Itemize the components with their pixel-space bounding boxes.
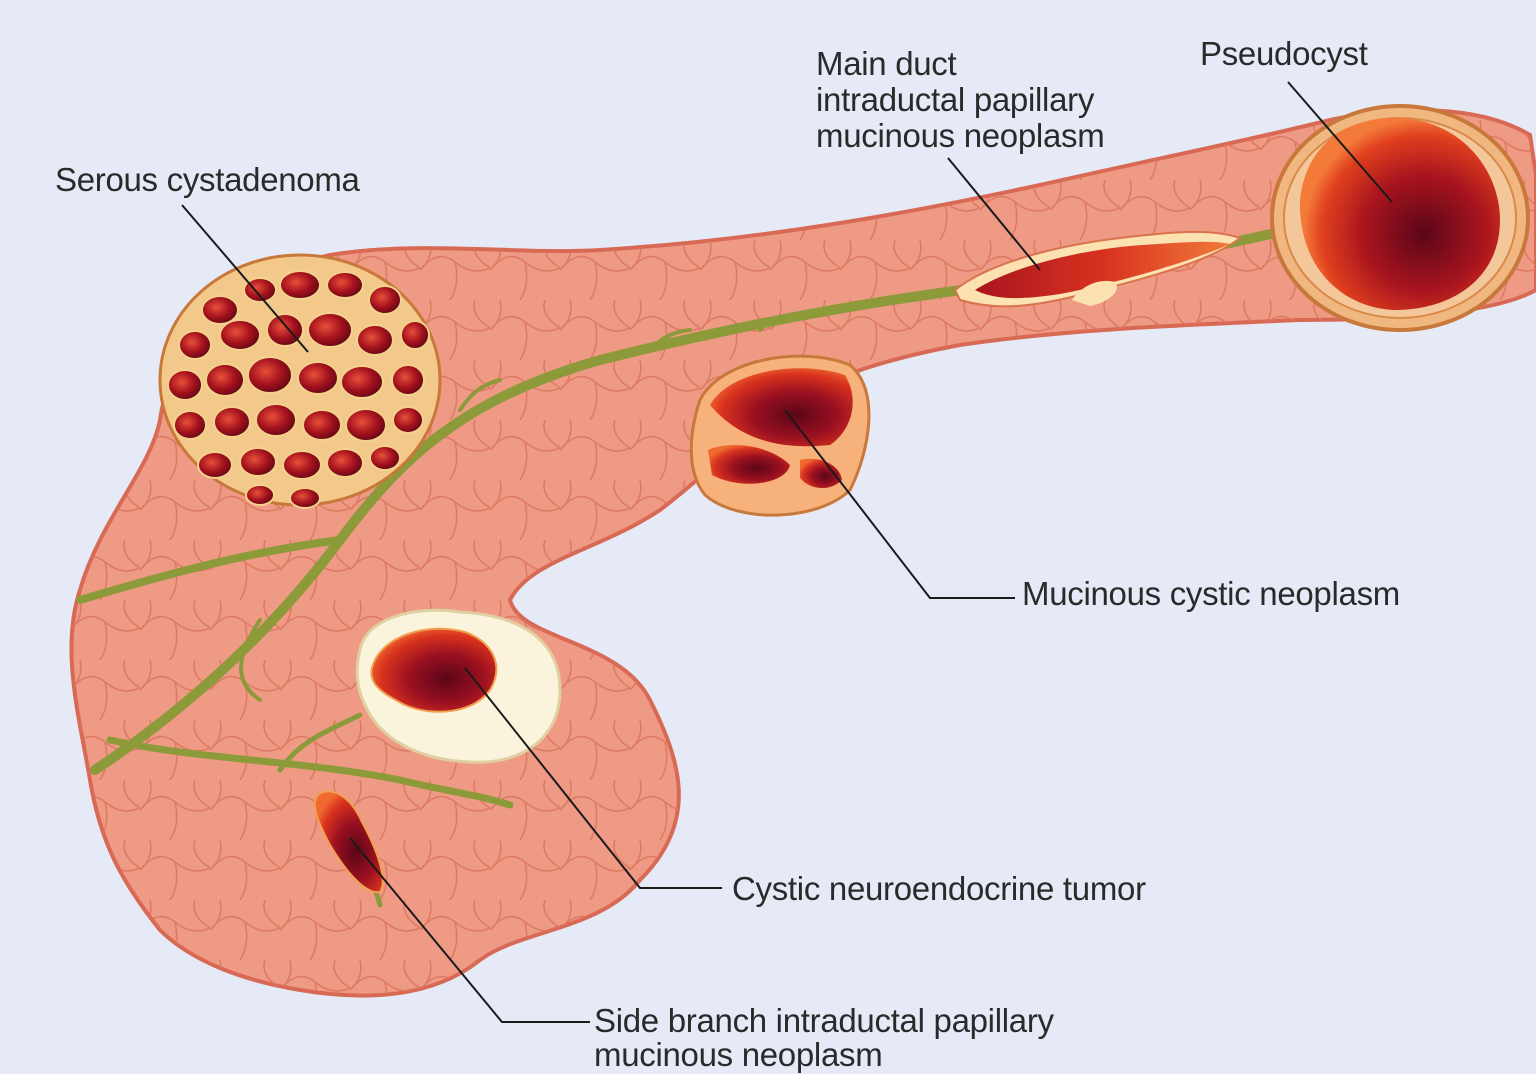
pseudocyst-mass	[1272, 106, 1528, 330]
serous-cystadenoma-mass	[160, 255, 440, 508]
label-side-branch-line1: Side branch intraductal papillary	[594, 1004, 1054, 1038]
label-main-duct-line2: intraductal papillary	[816, 82, 1104, 118]
label-side-branch-ipmn: Side branch intraductal papillary mucino…	[594, 1004, 1054, 1072]
label-main-duct-line1: Main duct	[816, 46, 1104, 82]
label-side-branch-line2: mucinous neoplasm	[594, 1038, 1054, 1072]
label-cystic-neuroendocrine-tumor: Cystic neuroendocrine tumor	[732, 871, 1146, 907]
label-serous-cystadenoma: Serous cystadenoma	[55, 162, 360, 198]
label-mucinous-cystic-neoplasm: Mucinous cystic neoplasm	[1022, 576, 1400, 612]
label-main-duct-ipmn: Main duct intraductal papillary mucinous…	[816, 46, 1104, 154]
label-main-duct-line3: mucinous neoplasm	[816, 118, 1104, 154]
mucinous-cystic-neoplasm-mass	[691, 356, 869, 515]
label-pseudocyst: Pseudocyst	[1200, 36, 1368, 72]
